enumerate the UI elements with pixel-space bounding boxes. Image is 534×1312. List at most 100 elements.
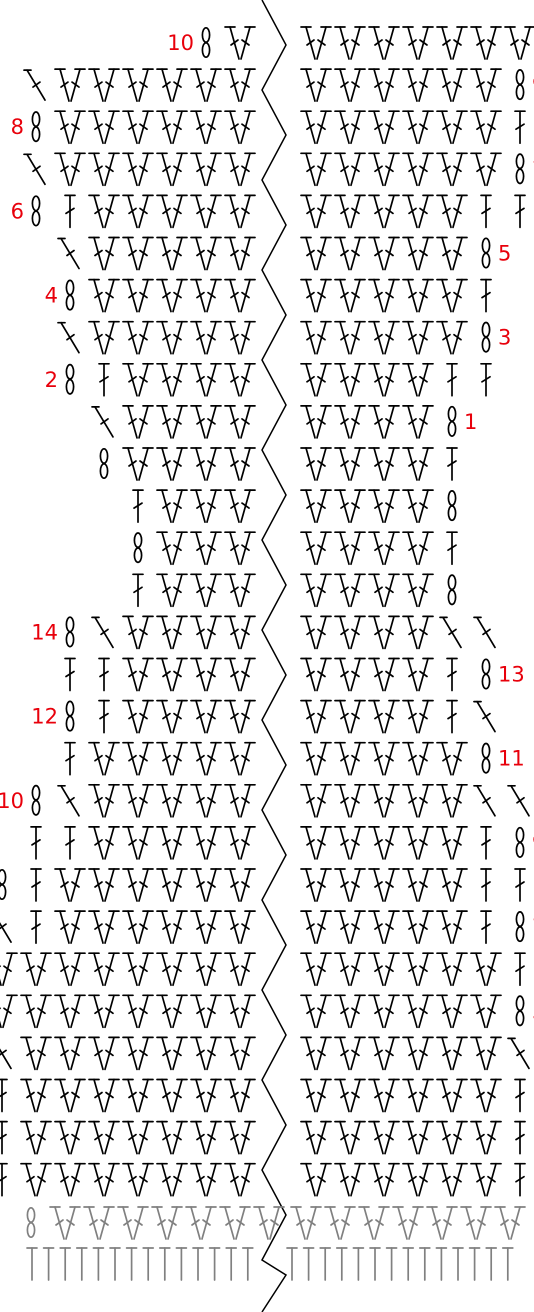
v-stitch-dc-icon [369,153,399,185]
foundation-stitch [84,1207,114,1239]
v-stitch-dc-icon [55,153,85,185]
v-stitch-dc-icon [369,953,399,985]
foundation-post-icon [453,1248,463,1280]
v-stitch-dc-icon [123,1080,153,1112]
left-row [0,1164,255,1196]
v-stitch-dc-icon [225,1080,255,1112]
left-row [92,406,255,438]
left-row [100,448,255,480]
double-crochet-icon [515,869,525,901]
v-stitch-dc-icon [123,1122,153,1154]
chain-icon [516,154,523,183]
v-stitch-dc-icon [437,1037,467,1069]
v-stitch-dc-icon [191,785,221,817]
chain-icon [32,196,39,225]
chain-space-icon [0,912,11,942]
foundation-post-icon [287,1248,297,1280]
v-stitch-dc-icon [403,785,433,817]
left-row [0,1080,255,1112]
v-stitch-dc-icon [471,1037,501,1069]
v-stitch-dc-icon [335,490,365,522]
v-stitch-dc-icon [89,153,119,185]
v-stitch-dc-icon [225,574,255,606]
v-stitch-dc-icon [225,995,255,1027]
v-stitch-dc-icon [369,1080,399,1112]
right-row [301,616,495,648]
foundation-post-icon [436,1248,446,1280]
v-stitch-dc-icon [225,490,255,522]
v-stitch-dc-icon [123,701,153,733]
right-chart-panel [301,27,534,1196]
double-crochet-icon [99,659,109,691]
v-stitch-dc-icon [225,953,255,985]
v-stitch-dc-icon [123,280,153,312]
v-stitch-dc-icon [369,532,399,564]
foundation-post-icon [403,1248,413,1280]
double-crochet-icon [31,911,41,943]
v-stitch-dc-icon [225,701,255,733]
v-stitch-dc-icon [21,1080,51,1112]
v-stitch-dc-icon [157,406,187,438]
v-stitch-dc-icon [301,659,331,691]
foundation-rows [27,1207,534,1280]
v-stitch-dc-icon [335,911,365,943]
v-stitch-dc-icon [89,995,119,1027]
zigzag-divider [262,0,286,1312]
left-row [32,195,255,227]
v-stitch-dc-icon [157,238,187,270]
v-stitch-dc-icon [369,280,399,312]
double-crochet-icon [133,574,143,606]
v-stitch-dc-icon [191,322,221,354]
v-stitch-dc-icon [471,153,501,185]
right-row [301,1122,534,1154]
v-stitch-dc-icon [403,490,433,522]
double-crochet-icon [0,1080,7,1112]
v-stitch-dc-icon [157,1122,187,1154]
double-crochet-icon [481,869,491,901]
chain-icon [32,786,39,815]
double-crochet-icon [481,827,491,859]
chain-icon [448,491,455,520]
v-stitch-dc-icon [369,574,399,606]
v-stitch-dc-icon [157,1037,187,1069]
v-stitch-dc-icon [471,995,501,1027]
v-stitch-dc-icon [403,995,433,1027]
left-row [0,953,255,985]
v-stitch-dc-icon [369,911,399,943]
v-stitch-dc-icon [335,1080,365,1112]
v-stitch-dc-icon [157,490,187,522]
v-stitch-dc-icon [301,1164,331,1196]
v-stitch-dc-icon [191,1164,221,1196]
left-row [32,785,255,817]
v-stitch-dc-icon [191,532,221,564]
v-stitch-dc-icon [335,69,365,101]
v-stitch-dc-icon [335,195,365,227]
v-stitch-dc-icon [191,659,221,691]
v-stitch-dc-icon [157,1164,187,1196]
v-stitch-dc-icon [437,27,467,59]
v-stitch-dc-icon [89,238,119,270]
v-stitch-dc-icon [89,322,119,354]
left-row [0,869,255,901]
v-stitch-dc-icon [225,785,255,817]
double-crochet-icon [515,1080,525,1112]
v-stitch-dc-icon [437,1122,467,1154]
v-stitch-dc-icon [335,27,365,59]
v-stitch-dc-icon [403,111,433,143]
v-stitch-dc-icon [55,111,85,143]
v-stitch-dc-icon [301,911,331,943]
right-row [301,953,525,985]
v-stitch-dc-icon [301,827,331,859]
v-stitch-dc-icon [335,743,365,775]
chain-icon [0,870,6,899]
left-row [202,27,255,59]
v-stitch-dc-icon [123,69,153,101]
v-stitch-dc-icon [403,869,433,901]
v-stitch-dc-icon [403,743,433,775]
v-stitch-dc-icon [437,953,467,985]
double-crochet-icon [515,1164,525,1196]
v-stitch-dc-icon [369,869,399,901]
v-stitch-dc-icon [55,1080,85,1112]
right-row [301,1080,534,1112]
double-crochet-icon [481,280,491,312]
